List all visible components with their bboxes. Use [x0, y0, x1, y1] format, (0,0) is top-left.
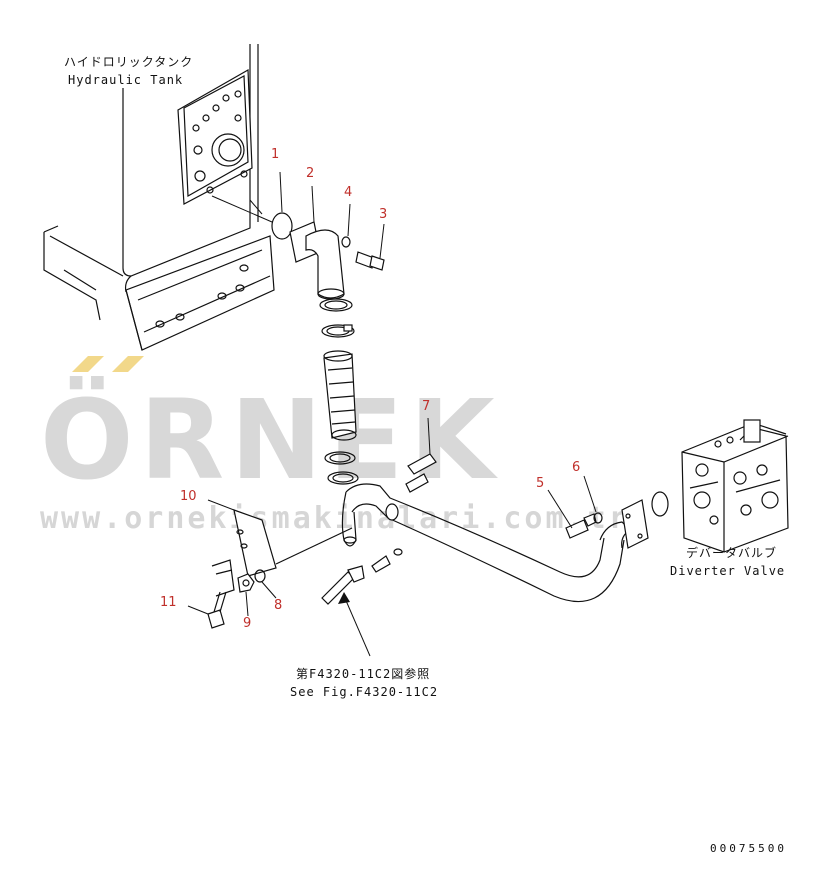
callout-7: 7	[422, 399, 430, 414]
watermark: ÖRNEK www.ornekismakinalari.com.tr	[40, 356, 630, 536]
callout-4: 4	[344, 185, 352, 200]
valve-label-jp: デバータバルブ	[686, 545, 777, 560]
bolt-part-3	[355, 223, 385, 271]
bracket-part-10	[207, 499, 353, 597]
watermark-accent-left	[72, 356, 104, 372]
reference-label-jp: 第F4320-11C2図参照	[296, 666, 430, 681]
fitting-part-7	[405, 417, 437, 493]
callout-11: 11	[160, 595, 177, 610]
washer-part-6	[583, 475, 603, 524]
tank-label-jp: ハイドロリックタンク	[64, 55, 193, 69]
hose-clamp-lower	[324, 451, 359, 485]
reference-label-en: See Fig.F4320-11C2	[290, 685, 438, 699]
callout-9: 9	[243, 616, 251, 631]
nut-part-9	[237, 573, 255, 617]
drawing-code: 00075500	[710, 842, 787, 855]
washer-part-4	[341, 203, 351, 248]
watermark-url: www.ornekismakinalari.com.tr	[40, 501, 630, 536]
hose-clamp-upper	[319, 298, 355, 338]
callout-2: 2	[306, 166, 314, 181]
diverter-flange	[621, 499, 649, 549]
o-ring-part-1	[271, 171, 293, 240]
valve-label-en: Diverter Valve	[670, 564, 785, 578]
callout-1: 1	[271, 147, 279, 162]
sensor-fitting	[321, 548, 403, 605]
washer-part-8	[254, 569, 277, 599]
watermark-brand: ÖRNEK	[40, 375, 501, 504]
hydraulic-tank	[43, 44, 275, 351]
reference-arrow	[338, 592, 371, 657]
bolt-part-11	[187, 591, 227, 629]
tank-label-en: Hydraulic Tank	[68, 73, 183, 87]
main-tube	[341, 483, 631, 603]
hose	[323, 350, 357, 441]
callout-10: 10	[180, 489, 197, 504]
elbow-part-2	[289, 185, 345, 300]
callout-8: 8	[274, 598, 282, 613]
watermark-accent-right	[112, 356, 144, 372]
callout-6: 6	[572, 460, 580, 475]
callout-3: 3	[379, 207, 387, 222]
diverter-o-ring	[651, 491, 669, 517]
callouts: 1 2 3 4 5 6 7 8 9 10 11	[160, 147, 580, 631]
callout-5: 5	[536, 476, 544, 491]
diverter-valve	[681, 419, 789, 553]
